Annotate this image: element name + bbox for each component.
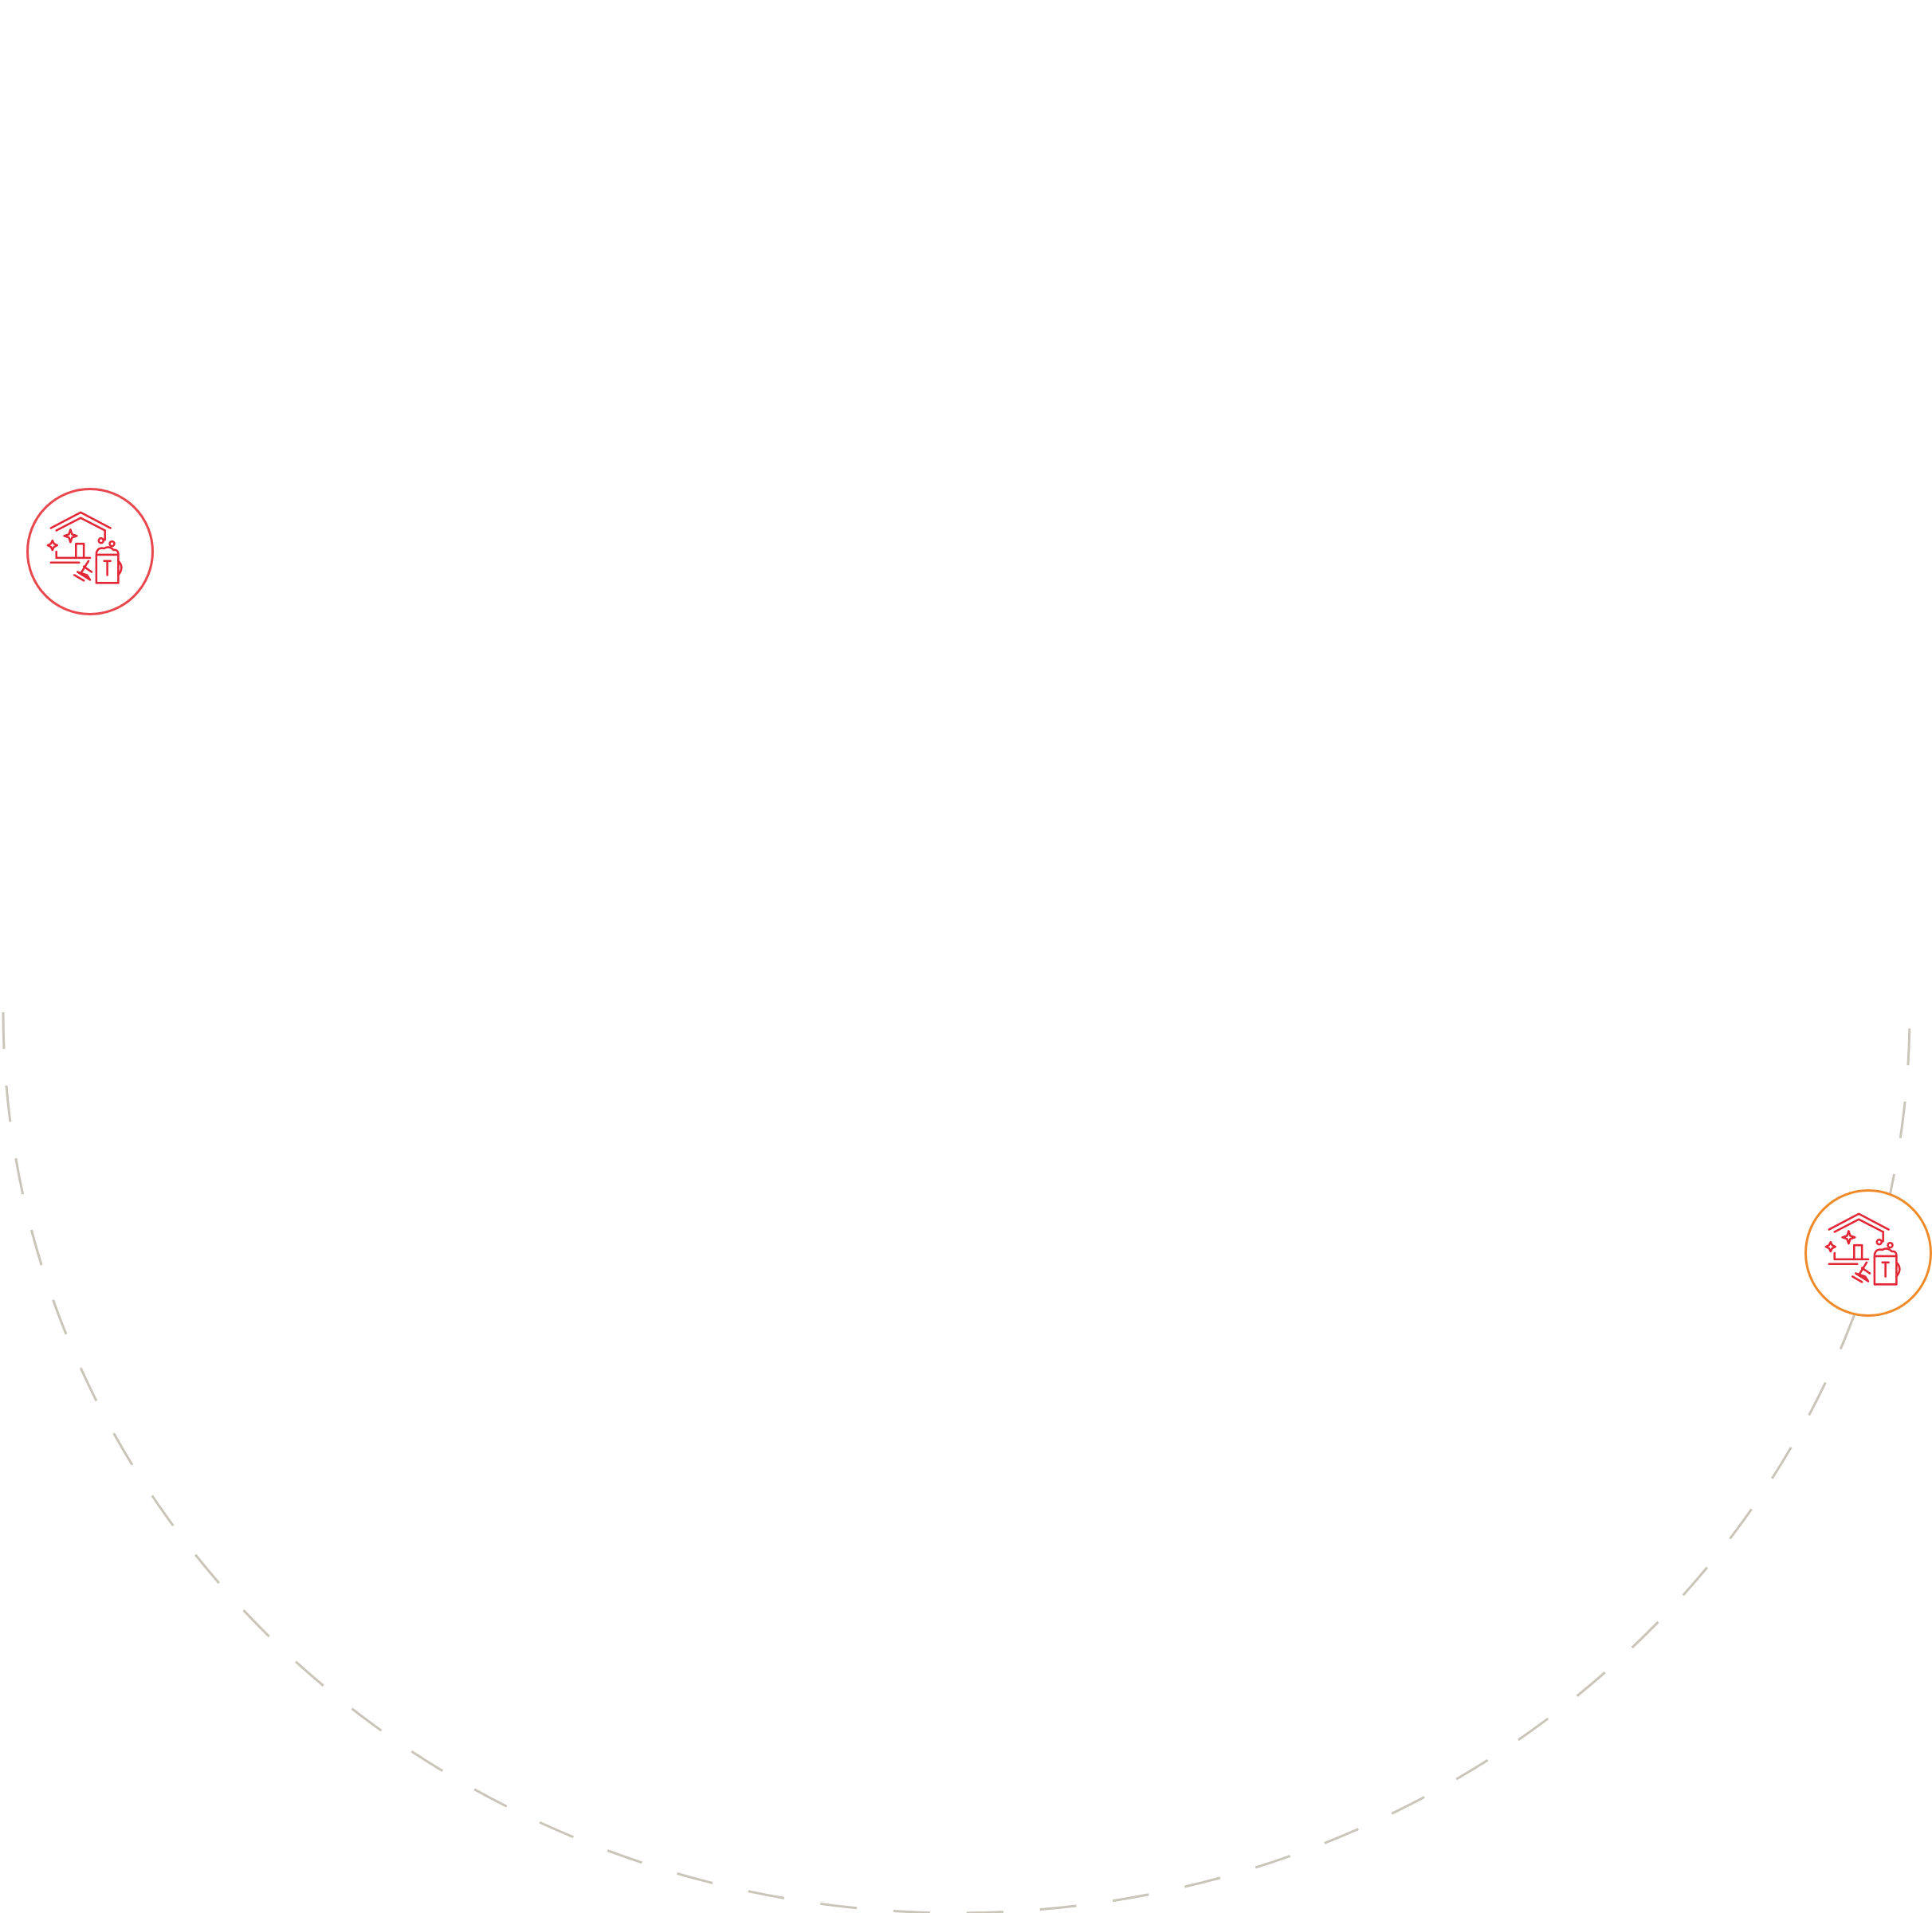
cleaning-service-badge-right [1804, 1189, 1932, 1317]
cleaning-service-badge-left [26, 488, 154, 615]
house-cleaning-icon [46, 511, 123, 584]
house-cleaning-icon [1824, 1212, 1901, 1286]
